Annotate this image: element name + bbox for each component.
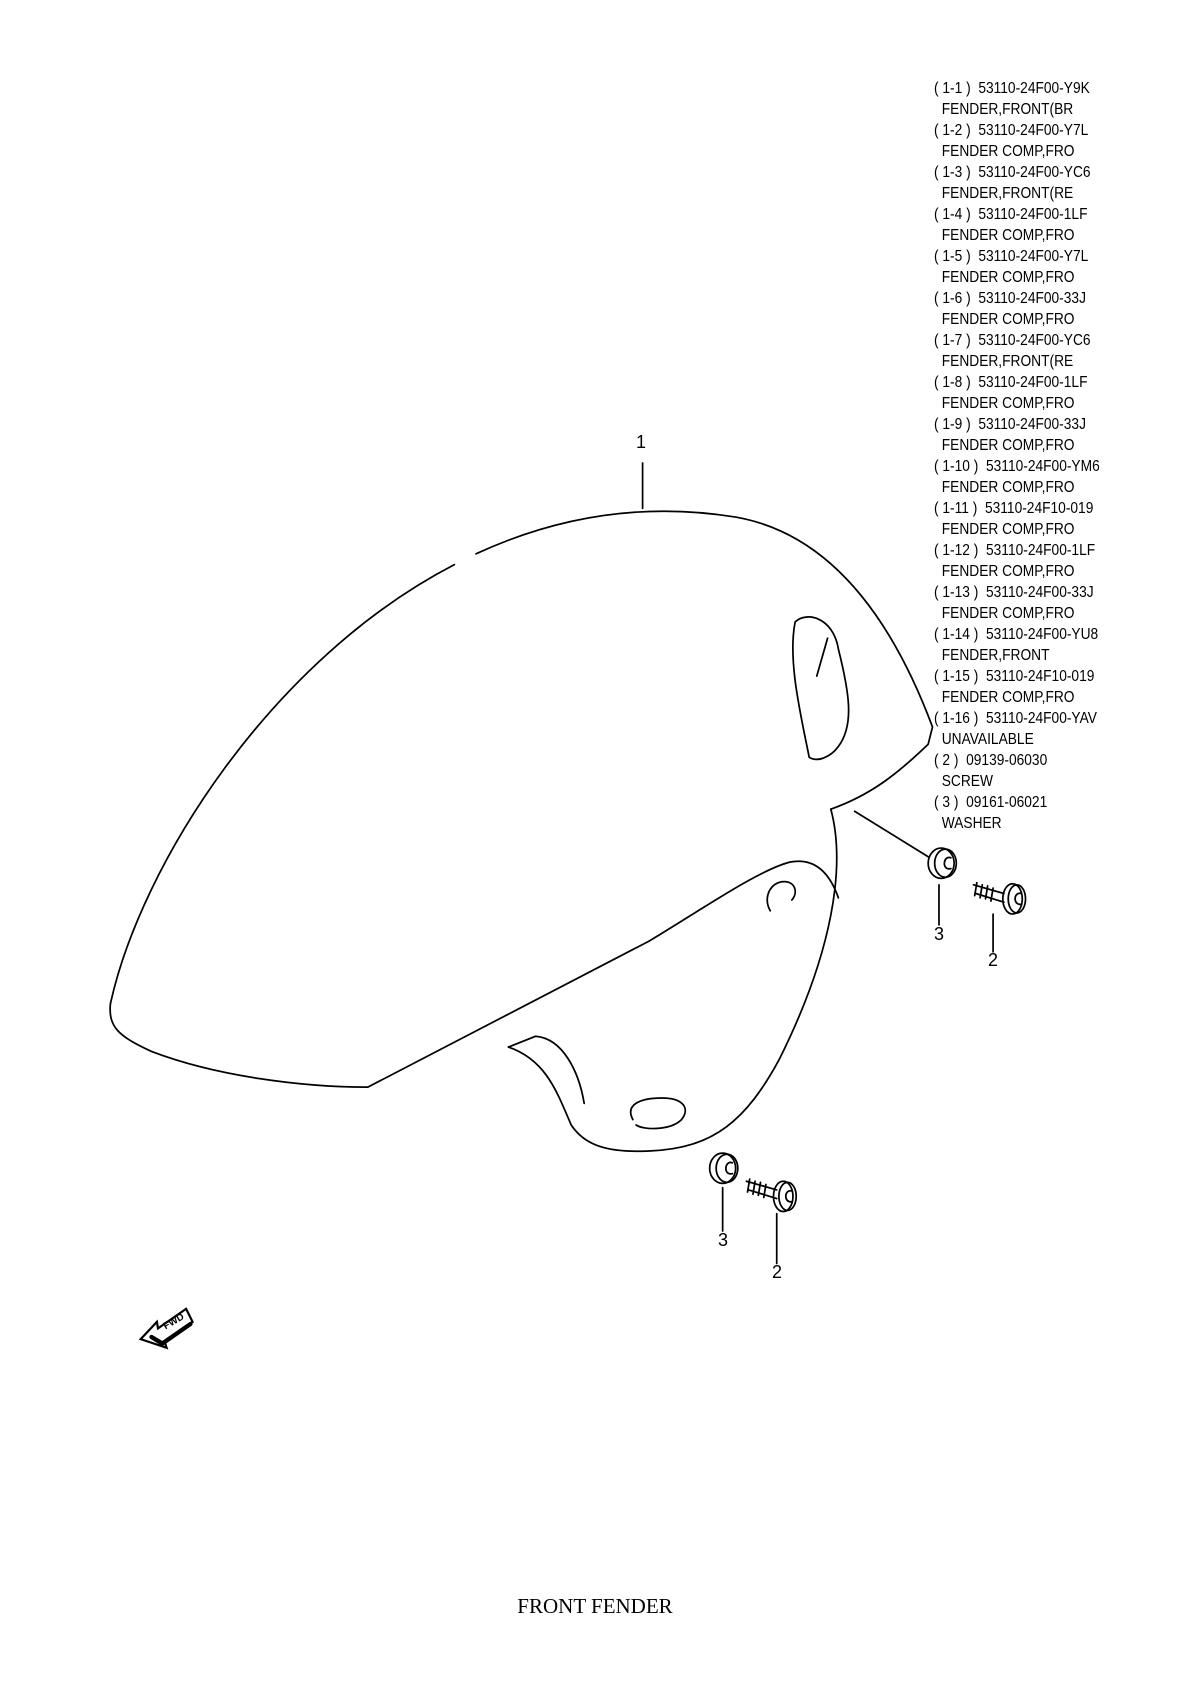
- part-description: FENDER,FRONT: [941, 647, 1050, 664]
- part-ref-row: ( 1-14 ) 53110-24F00-YU8: [934, 624, 1100, 645]
- part-description: FENDER,FRONT(RE: [941, 185, 1074, 202]
- part-ref: ( 1-6 ): [934, 290, 971, 307]
- part-number: 53110-24F00-YC6: [978, 332, 1091, 349]
- part-description: FENDER COMP,FRO: [941, 227, 1075, 244]
- part-number: 53110-24F10-019: [984, 500, 1094, 517]
- part-ref: ( 3 ): [934, 794, 959, 811]
- part-ref: ( 1-9 ): [934, 416, 971, 433]
- part-ref-row: ( 1-5 ) 53110-24F00-Y7L: [934, 246, 1100, 267]
- part-ref-row: ( 1-13 ) 53110-24F00-33J: [934, 582, 1100, 603]
- part-description: FENDER COMP,FRO: [941, 269, 1075, 286]
- front-fender-outline: [109, 510, 934, 1153]
- part-number: 53110-24F00-YAV: [986, 710, 1097, 727]
- part-number: 09139-06030: [966, 752, 1048, 769]
- part-number: 53110-24F10-019: [986, 668, 1095, 685]
- part-number: 53110-24F00-YM6: [986, 458, 1100, 475]
- part-ref-row: ( 2 ) 09139-06030: [934, 750, 1100, 771]
- screw-icon: [745, 1178, 798, 1213]
- part-ref: ( 1-3 ): [934, 164, 971, 181]
- part-ref: ( 1-13 ): [934, 584, 979, 601]
- part-description: FENDER COMP,FRO: [941, 143, 1075, 160]
- part-number: 53110-24F00-1LF: [986, 542, 1096, 559]
- part-ref-row: ( 1-9 ) 53110-24F00-33J: [934, 414, 1100, 435]
- part-ref: ( 1-14 ): [934, 626, 979, 643]
- part-ref: ( 1-5 ): [934, 248, 971, 265]
- part-number: 53110-24F00-1LF: [978, 374, 1088, 391]
- part-ref-row: ( 1-8 ) 53110-24F00-1LF: [934, 372, 1100, 393]
- part-ref-row: ( 1-15 ) 53110-24F10-019: [934, 666, 1100, 687]
- part-ref-row: ( 1-4 ) 53110-24F00-1LF: [934, 204, 1100, 225]
- callout-washer: 3: [934, 924, 945, 944]
- part-ref: ( 1-11 ): [934, 500, 978, 517]
- parts-list: ( 1-1 ) 53110-24F00-Y9K FENDER,FRONT(BR ( …: [934, 78, 1100, 834]
- part-description: WASHER: [941, 815, 1002, 832]
- part-number: 53110-24F00-Y7L: [978, 122, 1089, 139]
- fwd-arrow-icon: FWD: [138, 1307, 194, 1350]
- part-ref-row: ( 1-12 ) 53110-24F00-1LF: [934, 540, 1100, 561]
- part-description: FENDER COMP,FRO: [941, 437, 1075, 454]
- part-ref-row: ( 3 ) 09161-06021: [934, 792, 1100, 813]
- part-ref: ( 1-8 ): [934, 374, 971, 391]
- diagram-title: FRONT FENDER: [517, 1594, 673, 1618]
- part-ref-row: ( 1-16 ) 53110-24F00-YAV: [934, 708, 1100, 729]
- part-ref-row: ( 1-7 ) 53110-24F00-YC6: [934, 330, 1100, 351]
- part-number: 53110-24F00-YC6: [978, 164, 1091, 181]
- washer-icon: [927, 847, 958, 880]
- part-ref: ( 1-2 ): [934, 122, 971, 139]
- part-ref: ( 1-16 ): [934, 710, 979, 727]
- part-number: 53110-24F00-33J: [978, 416, 1086, 433]
- screw-icon: [972, 881, 1027, 915]
- part-ref: ( 1-1 ): [934, 80, 971, 97]
- part-ref: ( 1-7 ): [934, 332, 971, 349]
- part-description: FENDER,FRONT(RE: [941, 353, 1074, 370]
- callout-washer: 3: [718, 1230, 729, 1250]
- part-number: 53110-24F00-1LF: [978, 206, 1088, 223]
- part-ref: ( 2 ): [934, 752, 959, 769]
- part-number: 53110-24F00-Y7L: [978, 248, 1089, 265]
- callout-fender: 1: [636, 432, 647, 452]
- callout-screw: 2: [988, 950, 999, 970]
- part-number: 09161-06021: [966, 794, 1048, 811]
- callout-screw: 2: [772, 1262, 783, 1282]
- part-ref: ( 1-10 ): [934, 458, 979, 475]
- part-description: FENDER COMP,FRO: [941, 479, 1075, 496]
- part-description: FENDER COMP,FRO: [941, 689, 1075, 706]
- part-ref-row: ( 1-6 ) 53110-24F00-33J: [934, 288, 1100, 309]
- part-description: FENDER COMP,FRO: [941, 521, 1075, 538]
- part-number: 53110-24F00-YU8: [986, 626, 1099, 643]
- part-number: 53110-24F00-33J: [978, 290, 1086, 307]
- part-ref-row: ( 1-10 ) 53110-24F00-YM6: [934, 456, 1100, 477]
- washer-icon: [708, 1152, 739, 1185]
- part-description: FENDER COMP,FRO: [941, 605, 1075, 622]
- part-description: UNAVAILABLE: [941, 731, 1034, 748]
- part-ref-row: ( 1-11 ) 53110-24F10-019: [934, 498, 1100, 519]
- part-description: SCREW: [941, 773, 993, 790]
- part-number: 53110-24F00-Y9K: [978, 80, 1090, 97]
- part-ref: ( 1-4 ): [934, 206, 971, 223]
- part-number: 53110-24F00-33J: [986, 584, 1094, 601]
- leader-lines: [641, 462, 994, 1265]
- part-ref-row: ( 1-2 ) 53110-24F00-Y7L: [934, 120, 1100, 141]
- part-description: FENDER,FRONT(BR: [941, 101, 1074, 118]
- part-ref: ( 1-12 ): [934, 542, 979, 559]
- part-ref: ( 1-15 ): [934, 668, 979, 685]
- part-description: FENDER COMP,FRO: [941, 563, 1075, 580]
- part-ref-row: ( 1-3 ) 53110-24F00-YC6: [934, 162, 1100, 183]
- part-description: FENDER COMP,FRO: [941, 395, 1075, 412]
- part-ref-row: ( 1-1 ) 53110-24F00-Y9K: [934, 78, 1100, 99]
- part-description: FENDER COMP,FRO: [941, 311, 1075, 328]
